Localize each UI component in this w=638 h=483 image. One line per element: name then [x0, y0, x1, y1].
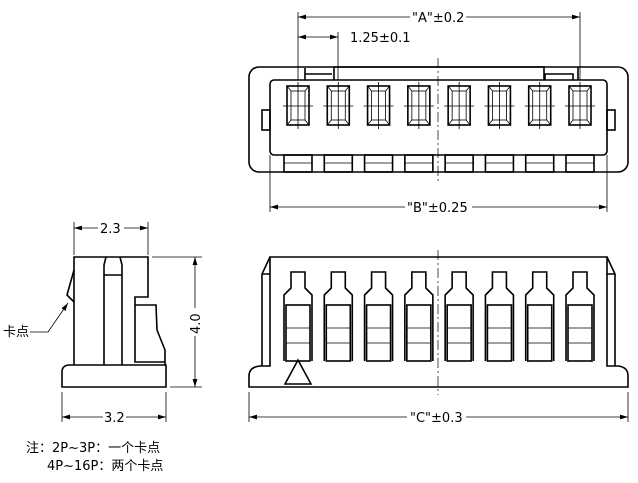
- triangle-mark: [283, 358, 313, 385]
- side-view: 卡点 2.3 4.0 3.2: [3, 222, 204, 426]
- dimension-height: 4.0: [189, 313, 204, 334]
- pin-cavity: [323, 82, 354, 173]
- callout-latch-point: 卡点: [3, 325, 29, 340]
- dimension-a: "A"±0.2: [412, 11, 464, 26]
- pin-slot: [444, 271, 474, 362]
- note-line-1: 注：2P~3P：一个卡点: [26, 441, 160, 456]
- pin-slot: [283, 271, 313, 362]
- dimension-c: "C"±0.3: [410, 411, 463, 426]
- pin-cavity: [444, 82, 475, 173]
- pin-slot: [484, 271, 515, 362]
- pin-cavity: [403, 82, 434, 173]
- pin-slot: [524, 271, 555, 362]
- pin-cavity: [484, 82, 515, 173]
- dimension-side-width: 2.3: [100, 222, 121, 237]
- dimension-pitch: 1.25±0.1: [350, 31, 411, 46]
- top-view: "A"±0.2 1.25±0.1 "B"±0.25: [248, 11, 629, 216]
- front-view: "C"±0.3: [248, 250, 629, 426]
- dimension-b: "B"±0.25: [407, 201, 468, 216]
- pin-slot: [323, 271, 354, 362]
- pin-cavity: [524, 82, 555, 173]
- pin-cavity: [565, 82, 595, 173]
- pin-slot: [363, 271, 394, 362]
- pin-cavity: [283, 82, 313, 173]
- pin-slot: [404, 271, 434, 362]
- dimension-base-width: 3.2: [104, 411, 125, 426]
- pin-slot: [565, 271, 595, 362]
- note-line-2: 4P~16P：两个卡点: [47, 459, 163, 474]
- pin-cavity: [363, 82, 394, 173]
